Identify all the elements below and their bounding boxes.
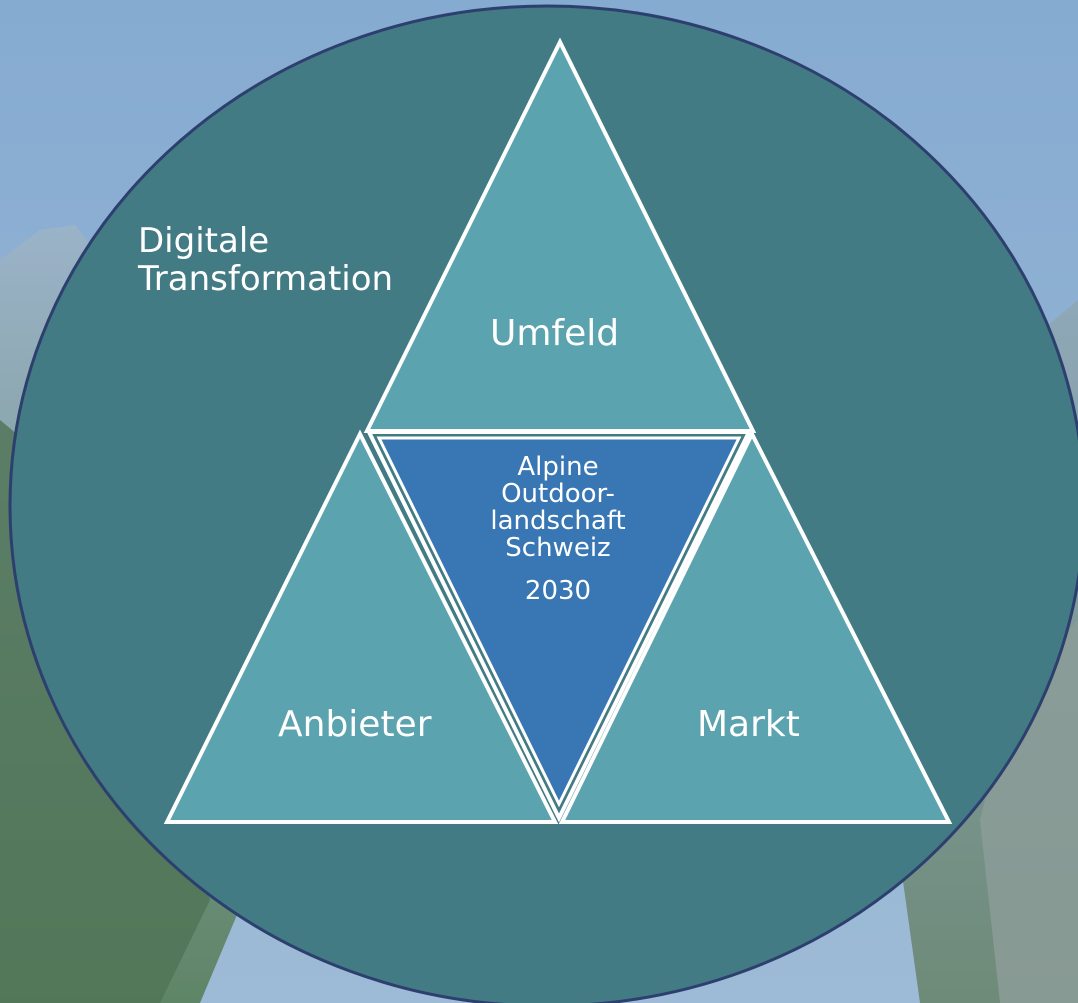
center-label-line-4: Schweiz — [505, 533, 611, 564]
center-triangle-label: Alpine Outdoor- landschaft Schweiz 2030 — [470, 452, 646, 607]
center-triangle-outline — [365, 430, 753, 823]
left-triangle — [163, 429, 559, 824]
center-label-line-2: Outdoor- — [501, 479, 615, 510]
outer-circle-label-line-2: Transformation — [138, 259, 394, 300]
outer-circle-label: Digitale Transformation — [138, 222, 393, 298]
center-triangle — [376, 436, 742, 808]
center-label-line-1: Alpine — [517, 452, 599, 482]
right-triangle — [558, 429, 953, 824]
outer-circle-label-line-1: Digitale — [138, 221, 270, 261]
center-label-line-3: landschaft — [490, 506, 626, 537]
center-label-year: 2030 — [524, 576, 592, 607]
left-triangle-label: Anbieter — [278, 704, 432, 745]
top-triangle-label: Umfeld — [490, 313, 620, 354]
right-triangle-label: Markt — [697, 704, 800, 745]
